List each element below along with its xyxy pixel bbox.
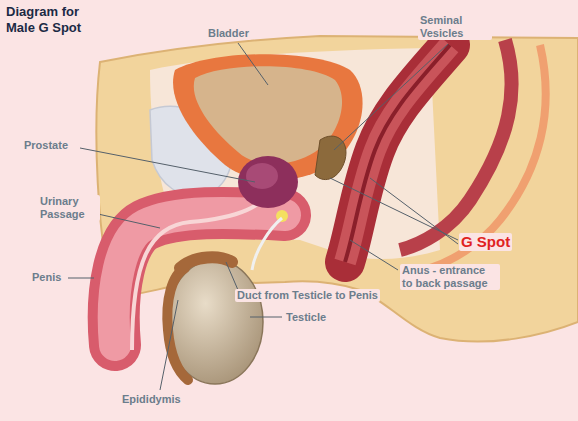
part-label: Seminal Vesicles bbox=[418, 14, 492, 40]
part-label: Testicle bbox=[284, 311, 328, 324]
part-label: Duct from Testicle to Penis bbox=[235, 289, 380, 302]
part-label: Prostate bbox=[22, 139, 70, 152]
part-label: Bladder bbox=[206, 27, 251, 40]
leader-line bbox=[330, 178, 458, 240]
leader-line bbox=[226, 262, 238, 290]
prostate bbox=[238, 156, 298, 208]
testicle bbox=[167, 260, 263, 384]
leader-line bbox=[160, 300, 178, 390]
epididymis bbox=[167, 268, 188, 380]
diagram-title: Diagram for Male G Spot bbox=[4, 4, 100, 36]
leader-line bbox=[334, 44, 448, 150]
duct bbox=[252, 218, 282, 270]
leader-line bbox=[238, 43, 268, 85]
leader-line bbox=[370, 178, 458, 244]
part-label: G Spot bbox=[459, 233, 512, 251]
part-label: Anus - entrance to back passage bbox=[400, 264, 500, 290]
colon bbox=[400, 40, 512, 250]
leader-line bbox=[68, 278, 94, 279]
leader-line bbox=[350, 240, 398, 270]
part-label: Penis bbox=[30, 271, 63, 284]
leader-line bbox=[80, 148, 255, 182]
epididymis-head bbox=[180, 257, 232, 268]
prostate-highlight bbox=[246, 163, 278, 189]
leader-line bbox=[250, 317, 282, 318]
leader-line bbox=[98, 214, 160, 228]
part-label: Urinary Passage bbox=[38, 195, 100, 221]
part-label: Epididymis bbox=[120, 393, 183, 406]
